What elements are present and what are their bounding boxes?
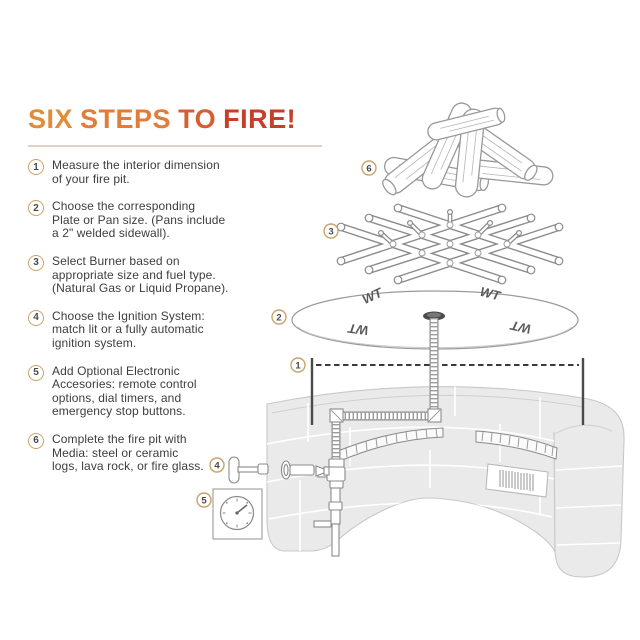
right-vent-slot <box>475 430 558 460</box>
fire-pit-wall <box>266 386 625 578</box>
step-number-badge: 1 <box>28 159 44 175</box>
step-number-badge: 3 <box>28 254 44 271</box>
step-text: Add Optional Electronic Accesories: remo… <box>52 363 197 419</box>
title-word: SIX <box>28 104 74 134</box>
key-valve-kit <box>228 456 330 484</box>
step-text: Choose the Ignition System: match lit or… <box>52 308 205 350</box>
svg-text:1: 1 <box>295 360 301 371</box>
timer-pointer <box>236 504 248 514</box>
step-item-4: 4 Choose the Ignition System: match lit … <box>28 308 322 351</box>
plate-logo-mark: WT <box>346 321 369 338</box>
burner-assembly <box>336 203 564 285</box>
callout-5: 5 <box>196 492 212 508</box>
callout-3: 3 <box>323 223 339 239</box>
vent-grille-panel <box>485 463 549 498</box>
log-media-stack <box>382 102 554 198</box>
left-vent-slot <box>337 427 444 462</box>
step-text: Choose the corresponding Plate or Pan si… <box>52 199 226 241</box>
step-item-5: 5 Add Optional Electronic Accesories: re… <box>28 363 322 419</box>
step-number-badge: 6 <box>28 432 44 449</box>
title-word: FIRE! <box>223 104 297 134</box>
plate-logo-mark: WT <box>478 284 502 304</box>
interior-dimension-line <box>310 358 585 425</box>
step-number-badge: 5 <box>28 364 44 381</box>
step-item-3: 3 Select Burner based on appropriate siz… <box>28 253 322 296</box>
svg-text:2: 2 <box>276 312 281 323</box>
title-word: TO <box>178 104 217 134</box>
step-item-6: 6 Complete the fire pit with Media: stee… <box>28 431 322 474</box>
side-stub-pipe <box>313 520 332 528</box>
dial-timer <box>212 488 263 540</box>
title-word: STEPS <box>80 104 172 134</box>
plate-logo-mark: WT <box>508 318 532 337</box>
callout-2: 2 <box>271 309 287 325</box>
svg-text:6: 6 <box>366 163 371 174</box>
title-divider <box>28 145 322 147</box>
step-item-2: 2 Choose the corresponding Plate or Pan … <box>28 199 322 241</box>
callout-6: 6 <box>361 160 377 176</box>
step-text: Complete the fire pit with Media: steel … <box>52 431 204 474</box>
step-text: Select Burner based on appropriate size … <box>52 253 229 296</box>
svg-text:3: 3 <box>328 226 333 237</box>
svg-text:4: 4 <box>214 460 220 471</box>
diagram-callouts: 1 2 3 4 5 6 <box>196 160 377 508</box>
callout-4: 4 <box>209 457 225 473</box>
step-number-badge: 2 <box>28 200 44 217</box>
gas-supply-pipe <box>329 318 442 461</box>
step-text: Measure the interior dimension of your f… <box>52 158 220 186</box>
step-number-badge: 4 <box>28 309 44 326</box>
callout-1: 1 <box>290 357 306 373</box>
svg-text:5: 5 <box>201 495 207 506</box>
step-item-1: 1 Measure the interior dimension of your… <box>28 158 322 186</box>
